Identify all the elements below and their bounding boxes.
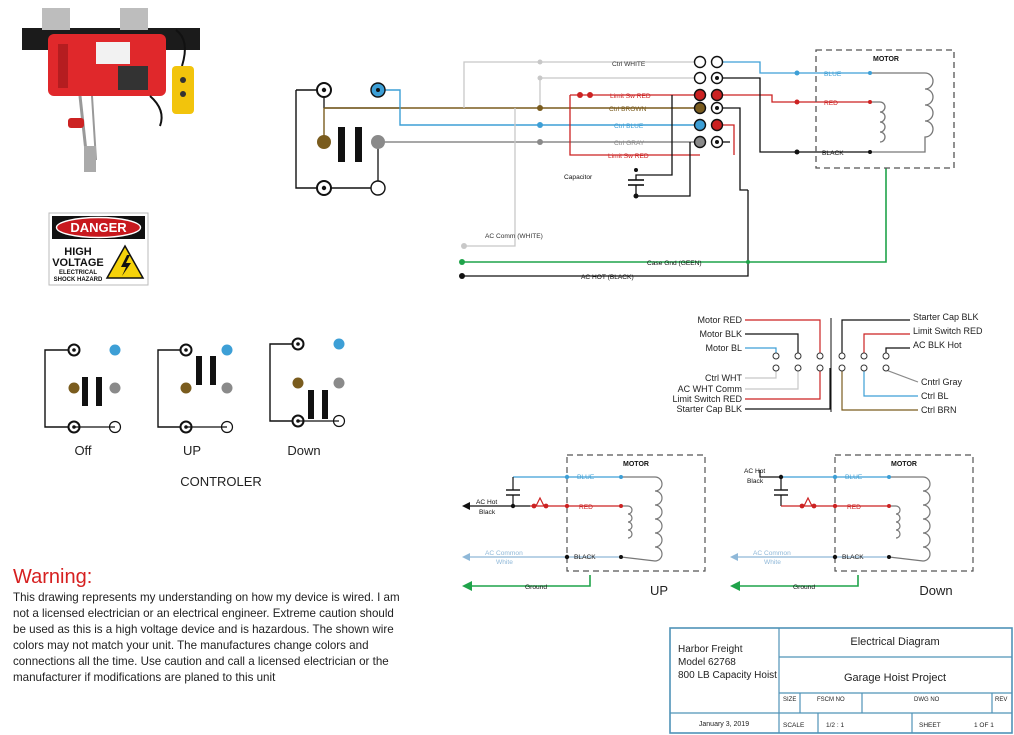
down-schematic-label: Down — [919, 583, 952, 598]
schematic-blue-label: BLUE — [577, 474, 595, 481]
ctrl-gray-label: Ctrl GRAY — [614, 140, 645, 147]
tb-rev-label: REV — [995, 697, 1007, 703]
tb-org-line3: 800 LB Capacity Hoist — [678, 670, 777, 681]
controller-off-label: Off — [74, 443, 91, 458]
motor-red-label: RED — [824, 100, 838, 107]
schematic-up-marks — [462, 474, 623, 591]
terminal-labels-left: Motor RED Motor BLK Motor BL Ctrl WHT AC… — [672, 315, 742, 414]
schematic-red-label: RED — [847, 504, 861, 511]
ac-comm-label: AC Comm (WHITE) — [485, 233, 543, 240]
terminal-block — [745, 318, 919, 412]
terminal-label: Limit Switch RED — [913, 326, 983, 336]
tb-fscm-label: FSCM NO — [817, 697, 845, 703]
ac-hot-label-2: Black — [747, 478, 764, 485]
tb-sheet-label: SHEET — [919, 722, 941, 729]
schematic-motor-title: MOTOR — [623, 461, 649, 468]
motor-blue-label: BLUE — [824, 71, 842, 78]
up-schematic-label: UP — [650, 583, 668, 598]
tb-org-line1: Harbor Freight — [678, 644, 743, 655]
ground-label: Ground — [525, 584, 547, 591]
ac-hot-label-1: AC Hot — [476, 499, 497, 506]
schematic-black-label: BLACK — [574, 554, 596, 561]
controller-down-label: Down — [287, 443, 320, 458]
danger-line2: VOLTAGE — [52, 257, 104, 269]
main-labels: MOTOR BLUE RED BLACK Ctrl WHITE Limit Sw… — [485, 56, 899, 281]
schematic-motor-title: MOTOR — [891, 461, 917, 468]
controller-up — [157, 343, 234, 434]
limit-sw-red-label-2: Limit Sw RED — [608, 153, 649, 160]
terminal-label: Cntrl Gray — [921, 377, 963, 387]
ctrl-brown-label: Ctrl BROWN — [609, 106, 647, 113]
tb-org-line2: Model 62768 — [678, 657, 736, 668]
controller-captions: Off UP Down CONTROLER — [74, 443, 320, 489]
schematic-down-labels: MOTOR BLUE RED BLACK AC Hot Black AC Com… — [744, 461, 953, 598]
main-wiring — [295, 49, 955, 277]
danger-line3: ELECTRICAL — [59, 270, 97, 276]
danger-sign: DANGER HIGH VOLTAGE ELECTRICAL SHOCK HAZ… — [48, 212, 149, 286]
controller-title: CONTROLER — [180, 474, 262, 489]
ac-hot-label-1: AC Hot — [744, 468, 765, 475]
terminal-label: Ctrl BL — [921, 391, 949, 401]
ac-hot-label: AC HOT (BLACK) — [581, 274, 634, 281]
schematic-down-marks — [730, 474, 891, 591]
hoist-image — [22, 8, 200, 172]
tb-title: Electrical Diagram — [850, 636, 939, 648]
warning-title: Warning: — [13, 566, 93, 588]
tb-size-label: SIZE — [783, 697, 796, 703]
terminal-label: Limit Switch RED — [672, 394, 742, 404]
motor-title: MOTOR — [873, 56, 899, 63]
schematic-up-labels: MOTOR BLUE RED BLACK AC Hot Black AC Com… — [476, 461, 668, 598]
controller-down — [269, 337, 346, 428]
title-block — [669, 627, 1013, 734]
ac-common-label-1: AC Common — [753, 550, 791, 557]
motor-black-label: BLACK — [822, 150, 844, 157]
ac-common-label-2: White — [496, 559, 513, 566]
tb-project: Garage Hoist Project — [844, 672, 946, 684]
terminal-label: Motor BL — [705, 343, 742, 353]
ground-label: Ground — [793, 584, 815, 591]
schematic-red-label: RED — [579, 504, 593, 511]
ctrl-white-label: Ctrl WHITE — [612, 61, 646, 68]
warning-body: This drawing represents my understanding… — [13, 591, 400, 685]
terminal-label: AC WHT Comm — [678, 384, 742, 394]
title-block-text: Harbor Freight Model 62768 800 LB Capaci… — [678, 636, 1007, 729]
ac-common-label-1: AC Common — [485, 550, 523, 557]
danger-header: DANGER — [70, 220, 127, 235]
schematic-down — [734, 454, 974, 587]
schematic-black-label: BLACK — [842, 554, 864, 561]
terminal-screws — [772, 352, 890, 372]
terminal-label: AC BLK Hot — [913, 340, 962, 350]
tb-date: January 3, 2019 — [699, 721, 749, 728]
terminal-label: Starter Cap BLK — [913, 312, 979, 322]
tb-scale-label: SCALE — [783, 722, 805, 729]
controller-up-label: UP — [183, 443, 201, 458]
terminal-label: Motor BLK — [699, 329, 742, 339]
terminal-label: Ctrl BRN — [921, 405, 957, 415]
capacitor-label: Capacitor — [564, 174, 593, 181]
terminal-label: Starter Cap BLK — [676, 404, 742, 414]
tb-sheet-value: 1 OF 1 — [974, 722, 994, 729]
danger-line4: SHOCK HAZARD — [54, 277, 103, 283]
controller-off — [44, 343, 122, 434]
terminal-label: Ctrl WHT — [705, 373, 742, 383]
ctrl-blue-label: Ctrl BLUE — [614, 123, 644, 130]
tb-dwg-label: DWG NO — [914, 697, 940, 703]
terminal-labels-right: Starter Cap BLK Limit Switch RED AC BLK … — [913, 312, 983, 415]
case-gnd-label: Case Gnd (GEEN) — [647, 260, 702, 267]
limit-sw-red-label-1: Limit Sw RED — [610, 93, 651, 100]
main-terminals — [316, 55, 872, 279]
ac-hot-label-2: Black — [479, 509, 496, 516]
schematic-blue-label: BLUE — [845, 474, 863, 481]
schematic-up — [466, 454, 706, 587]
terminal-label: Motor RED — [697, 315, 742, 325]
tb-scale-value: 1/2 : 1 — [826, 722, 844, 729]
danger-line1: HIGH — [64, 246, 92, 258]
ac-common-label-2: White — [764, 559, 781, 566]
